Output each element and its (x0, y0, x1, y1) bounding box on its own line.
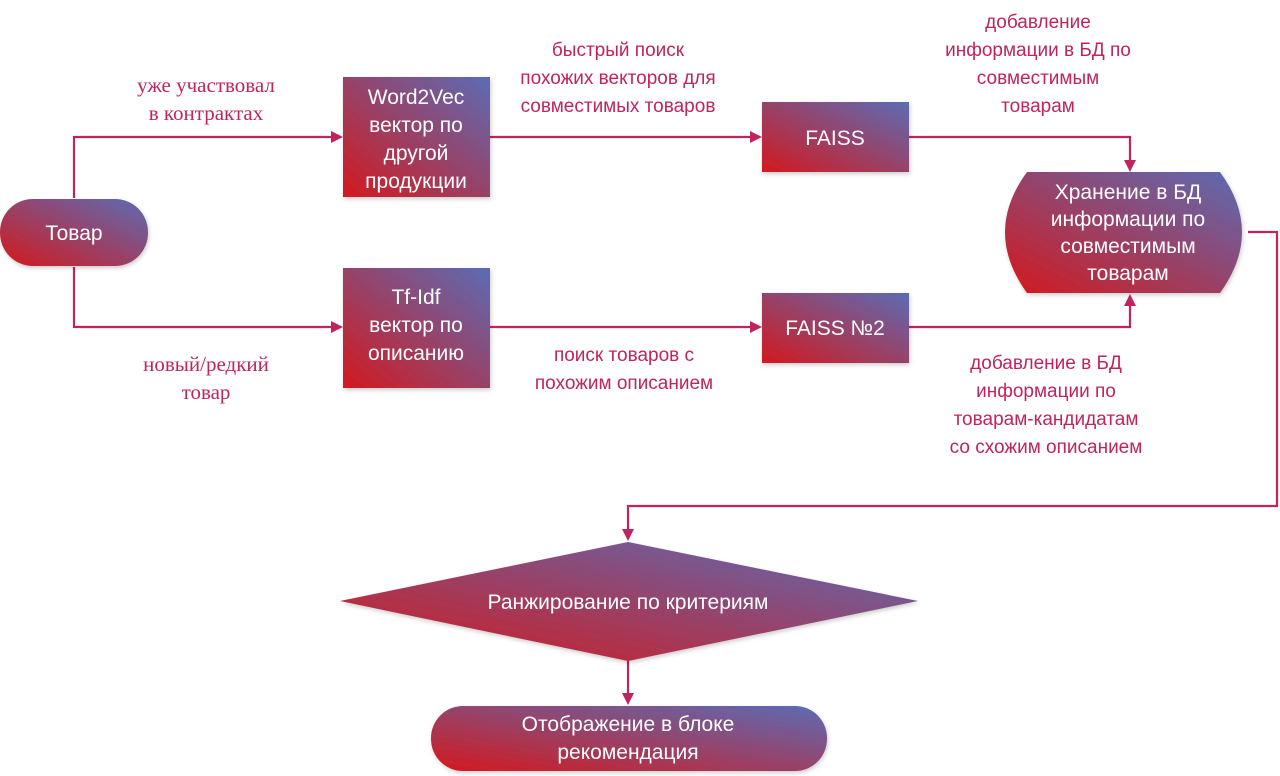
storage-label-line: информации по (1051, 208, 1205, 231)
edge-label-fast-search-line: похожих векторов для (520, 68, 715, 89)
edge-label-new-rare-line: новый/редкий (143, 352, 269, 376)
arrowhead-faiss2 (750, 321, 762, 333)
storage-label-line: совместимым (1060, 235, 1195, 258)
shapes (0, 77, 1242, 771)
ranking-label-line: Ранжирование по критериям (488, 591, 769, 614)
arrowhead-tfidf (331, 321, 343, 333)
product-node (0, 199, 148, 266)
edge-label-new-rare-line: товар (182, 380, 231, 404)
tfidf-label-line: Tf-Idf (391, 286, 440, 309)
word2vec-label: Word2Vec вектор по другой продукции (365, 86, 467, 193)
edge-label-participated: уже участвовал в контрактах (137, 73, 275, 125)
edge-label-add-candidates-line: товарам-кандидатам (954, 409, 1139, 430)
product-label-line: Товар (45, 222, 102, 245)
storage-label: Хранение в БД информации по совместимым тов… (1051, 181, 1205, 285)
connector-storage-to-ranking (626, 230, 1279, 530)
connectors (72, 131, 1279, 705)
edge-label-fast-search-line: совместимых товаров (521, 96, 716, 117)
edge-label-add-compatible-line: совместимым (977, 68, 1099, 89)
edge-label-add-candidates-line: информации по (976, 381, 1116, 402)
tfidf-label: Tf-Idf вектор по описанию (368, 286, 464, 365)
edge-label-desc-search-line: похожим описанием (535, 373, 713, 394)
ranking-label: Ранжирование по критериям (488, 591, 769, 614)
edge-label-participated-line: уже участвовал (137, 73, 275, 97)
tfidf-label-line: описанию (368, 342, 464, 365)
edge-label-add-compatible: добавление информации в БД по совместимым т… (945, 12, 1131, 117)
display-label: Отображение в блоке рекомендация (522, 713, 735, 764)
arrowhead-word2vec (331, 131, 343, 143)
faiss-node (762, 102, 909, 172)
arrowhead-ranking (622, 529, 634, 541)
edge-label-add-candidates-line: добавление в БД (970, 353, 1122, 374)
edge-label-fast-search: быстрый поиск похожих векторов для совмест… (520, 40, 715, 117)
storage-node (1005, 172, 1242, 293)
arrowhead-faiss (750, 131, 762, 143)
word2vec-label-line: Word2Vec (368, 86, 465, 109)
word2vec-label-line: продукции (365, 170, 467, 193)
tfidf-node (343, 268, 490, 388)
display-label-line: рекомендация (557, 741, 698, 764)
edge-label-add-compatible-line: информации в БД по (945, 40, 1131, 61)
faiss2-label-line: FAISS №2 (785, 317, 885, 340)
tfidf-label-line: вектор по (369, 314, 463, 337)
word2vec-label-line: другой (384, 142, 449, 165)
edge-label-participated-line: в контрактах (149, 101, 264, 125)
edge-label-new-rare: новый/редкий товар (143, 352, 269, 404)
connector-faiss-to-storage (909, 135, 1132, 161)
node-text-layer: Товар Word2Vec вектор по другой продукцииTf-… (45, 86, 1205, 764)
edge-label-add-compatible-line: товарам (1001, 96, 1075, 117)
edge-label-add-compatible-line: добавление (985, 12, 1091, 33)
edge-label-desc-search-line: поиск товаров с (554, 345, 694, 366)
faiss2-label: FAISS №2 (785, 317, 885, 340)
display-node (431, 706, 827, 771)
word2vec-node (343, 77, 490, 197)
faiss2-node (762, 293, 909, 363)
arrowhead-display (622, 693, 634, 705)
edge-label-desc-search: поиск товаров с похожим описанием (535, 345, 713, 394)
storage-label-line: Хранение в БД (1055, 181, 1201, 204)
storage-label-line: товарам (1087, 262, 1168, 285)
connector-product-to-tfidf (72, 267, 332, 329)
edge-label-add-candidates: добавление в БД информации по товарам-канд… (950, 353, 1143, 458)
arrowhead-storage-top (1124, 160, 1136, 172)
faiss-label-line: FAISS (805, 127, 865, 150)
ranking-decision-node (340, 542, 918, 661)
word2vec-label-line: вектор по (369, 114, 463, 137)
edge-label-layer: уже участвовал в контрактах новый/редкий то… (137, 12, 1142, 458)
connector-faiss2-to-storage (909, 305, 1132, 329)
edge-label-fast-search-line: быстрый поиск (552, 40, 685, 61)
connector-product-to-word2vec (72, 135, 332, 198)
product-label: Товар (45, 222, 102, 245)
faiss-label: FAISS (805, 127, 865, 150)
arrowhead-storage-bottom (1124, 294, 1136, 306)
display-label-line: Отображение в блоке (522, 713, 735, 736)
edge-label-add-candidates-line: со схожим описанием (950, 437, 1143, 458)
